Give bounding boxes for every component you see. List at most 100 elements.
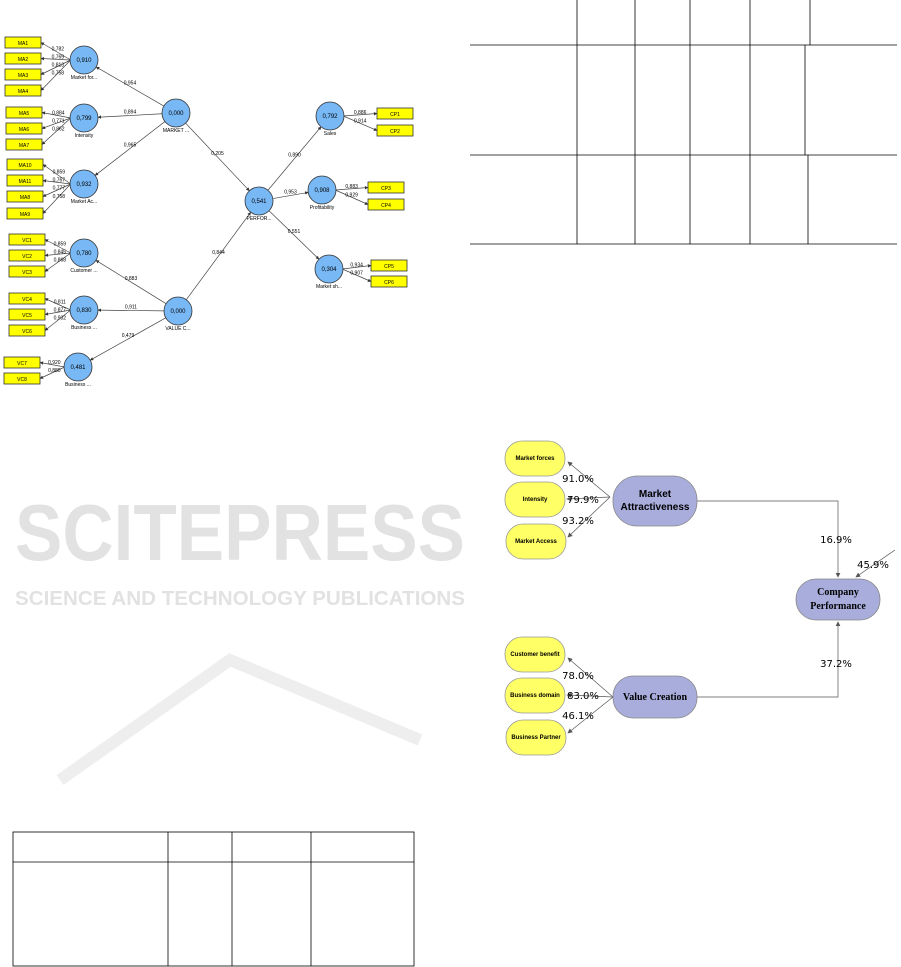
watermark-title: SCITEPRESS — [15, 488, 465, 577]
latent-circle — [307, 175, 337, 205]
indicator-loading: 0,758 — [52, 70, 65, 76]
path-arrow — [267, 126, 322, 191]
indicator-ma1: MA1 — [4, 36, 42, 49]
indicator-loading: 0,767 — [53, 177, 66, 183]
indicator-ma4: MA4 — [4, 84, 42, 97]
loading-arrow — [335, 185, 369, 191]
indicator-box — [8, 308, 46, 321]
latent-variable-cu: 0,780Customer ... — [69, 238, 99, 274]
path-arrow — [94, 121, 166, 176]
indicator-loading: 0,859 — [54, 241, 67, 247]
indicator-ma6: MA6 — [5, 122, 43, 135]
indicator-box — [8, 233, 46, 246]
latent-r2: 0,780 — [76, 251, 92, 257]
indicator-loading: 0,934 — [350, 262, 363, 268]
indicator-label: VC4 — [22, 297, 32, 303]
indicator-label: MA2 — [18, 57, 29, 63]
latent-label: Business ... — [71, 325, 97, 331]
indicator-loading: 0,811 — [54, 299, 66, 305]
pct-business-domain: 83.0% — [567, 691, 599, 702]
indicator-loading: 0,862 — [52, 126, 65, 132]
indicator-vc7: VC7 — [3, 356, 41, 369]
indicator-label: VC6 — [22, 329, 32, 335]
loading-arrow — [40, 59, 71, 75]
watermark: SCITEPRESS SCIENCE AND TECHNOLOGY PUBLIC… — [15, 488, 465, 785]
svg-text:Market: Market — [639, 489, 672, 500]
latent-label: Market for... — [71, 75, 97, 81]
loading-arrow — [39, 361, 65, 368]
watermark-swoosh — [56, 653, 423, 785]
latent-variable-pf: 0,541PERFOR... — [244, 186, 274, 222]
path-coefficient: 0,844 — [212, 250, 225, 256]
latent-circle — [69, 295, 99, 325]
latent-label: PERFOR... — [246, 216, 271, 222]
indicator-loading: 0,782 — [52, 46, 65, 52]
pct-intensity: 79.9% — [567, 495, 599, 506]
dimension-market-access: Market Access — [505, 523, 567, 560]
indicator-loading: 0,868 — [54, 257, 67, 263]
svg-text:Value Creation: Value Creation — [623, 692, 688, 703]
indicator-box — [4, 68, 42, 81]
latent-r2: 0,000 — [168, 111, 184, 117]
latent-circle — [69, 45, 99, 75]
loading-arrow — [343, 111, 378, 117]
latent-circle — [163, 296, 193, 326]
indicator-ma10: MA10 — [6, 158, 44, 171]
indicator-ma11: MA11 — [6, 174, 44, 187]
indicator-box — [370, 259, 408, 272]
structural-model-figure: Market forces Intensity Market Access Cu… — [504, 440, 896, 756]
pct-error-term: 45.9% — [857, 560, 889, 571]
indicator-cp3: CP3 — [367, 181, 405, 194]
path-coefficient: 0,205 — [211, 151, 224, 157]
indicator-label: CP3 — [381, 186, 391, 192]
indicator-cp4: CP4 — [367, 198, 405, 211]
indicator-loading: 0,813 — [52, 62, 65, 68]
indicator-box — [5, 138, 43, 151]
loading-arrow — [342, 264, 372, 270]
latent-circle — [69, 103, 99, 133]
indicator-label: CP6 — [384, 280, 394, 286]
dimension-business-domain: Business domain — [504, 677, 566, 714]
svg-text:Company: Company — [817, 587, 859, 598]
latent-label: Sales — [324, 131, 337, 137]
latent-circle — [315, 101, 345, 131]
indicator-label: CP2 — [390, 129, 400, 135]
latent-label: Market sh... — [316, 284, 342, 290]
indicator-box — [8, 249, 46, 262]
loading-arrow — [342, 268, 372, 282]
loading-arrow — [40, 56, 71, 61]
indicator-loading: 0,771 — [52, 118, 65, 124]
indicator-label: VC2 — [22, 254, 32, 260]
indicator-box — [8, 324, 46, 337]
loading-arrow — [44, 239, 71, 254]
path-coefficient: 0,911 — [125, 305, 137, 311]
latent-r2: 0,481 — [70, 365, 86, 371]
indicator-label: MA8 — [20, 195, 31, 201]
latent-circle — [69, 238, 99, 268]
latent-r2: 0,304 — [321, 267, 337, 273]
indicator-cp2: CP2 — [376, 124, 414, 137]
pct-market-access: 93.2% — [562, 516, 594, 527]
table-top-right — [470, 0, 897, 245]
indicator-loading: 0,769 — [52, 54, 65, 60]
indicator-box — [4, 36, 42, 49]
indicator-box — [376, 124, 414, 137]
path-coefficient: 0,953 — [284, 190, 297, 196]
path-arrow — [89, 317, 166, 361]
indicator-box — [6, 174, 44, 187]
indicator-vc2: VC2 — [8, 249, 46, 262]
loading-arrow — [44, 309, 71, 331]
loading-arrow — [39, 366, 65, 379]
latent-r2: 0,908 — [314, 188, 330, 194]
path-coefficient: 0,894 — [124, 110, 137, 116]
indicator-box — [370, 275, 408, 288]
dimension-business-partner: Business Partner — [505, 719, 567, 756]
indicator-box — [6, 158, 44, 171]
loading-arrow — [40, 59, 71, 91]
latent-circle — [161, 98, 191, 128]
latent-label: MARKET ... — [163, 128, 189, 134]
